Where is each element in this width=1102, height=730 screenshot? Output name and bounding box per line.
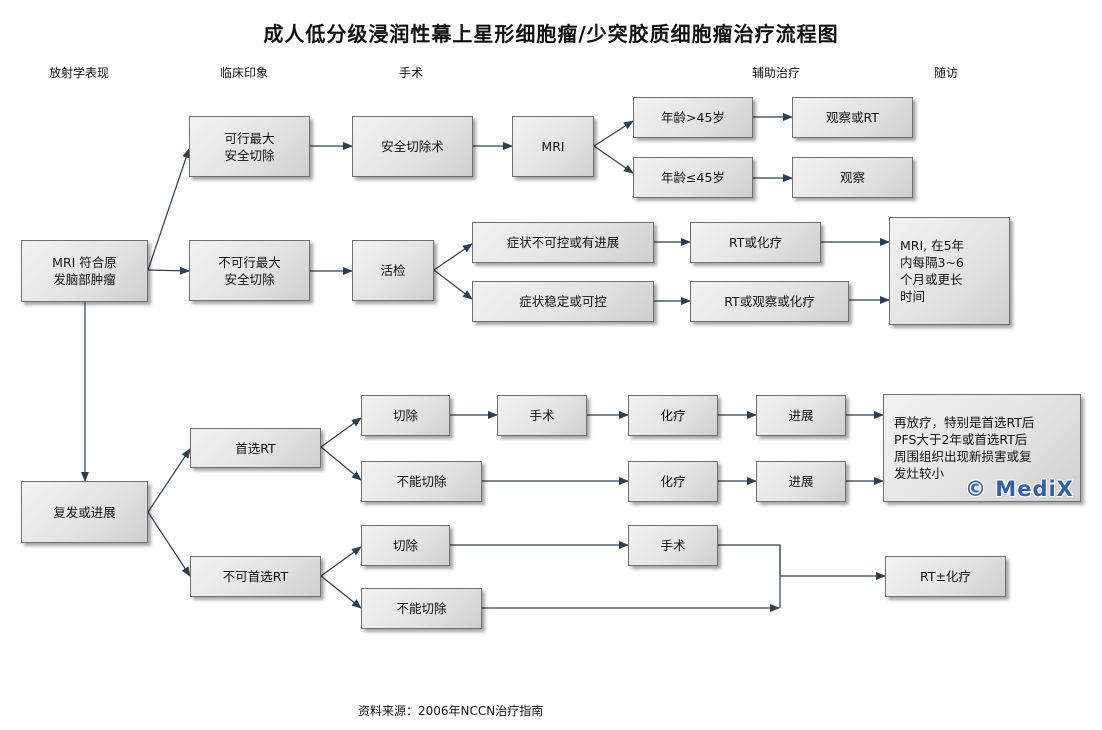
node-resect-1: 切除	[361, 395, 450, 436]
column-header-clinical: 临床印象	[220, 66, 269, 80]
node-symptom-stable: 症状稳定或可控	[472, 281, 654, 322]
node-observe: 观察	[792, 157, 913, 198]
node-safe-resection: 安全切除术	[352, 116, 473, 177]
node-age-le-45: 年龄≤45岁	[633, 157, 753, 198]
edge-mri-to-age-over45	[593, 120, 634, 147]
column-header-surgery: 手术	[399, 66, 424, 80]
edge-recur-to-prior-rt	[147, 448, 191, 513]
edge-start-to-max-safe	[147, 148, 190, 271]
edge-prior-rt-to-unresectable	[320, 446, 362, 481]
column-header-radiology: 放射学表现	[49, 66, 110, 80]
node-mri: MRI	[512, 116, 594, 177]
edge-biopsy-to-stable	[433, 269, 473, 300]
node-unresectable-1: 不能切除	[361, 461, 482, 502]
node-unresectable-2: 不能切除	[361, 588, 482, 629]
node-surgery-2: 手术	[628, 525, 718, 566]
node-surgery-1: 手术	[497, 395, 587, 436]
medix-watermark-logo: © MediX	[965, 477, 1074, 501]
page-title: 成人低分级浸润性幕上星形细胞瘤/少突胶质细胞瘤治疗流程图	[263, 22, 839, 46]
column-header-followup: 随访	[934, 66, 959, 80]
edge-mri-to-age-le45	[593, 145, 634, 174]
node-observe-or-rt: 观察或RT	[792, 97, 913, 138]
node-rt-observe-chemo: RT或观察或化疗	[690, 281, 849, 322]
node-progress-1: 进展	[756, 395, 846, 436]
node-prior-rt: 首选RT	[190, 428, 321, 468]
node-biopsy: 活检	[352, 240, 434, 301]
node-no-prior-rt: 不可首选RT	[190, 556, 321, 597]
node-re-rt-note: 再放疗，特别是首选RT后 PFS大于2年或首选RT后 周围组织出现新损害或复 发…	[883, 394, 1081, 502]
node-not-max-safe-resection: 不可行最大 安全切除	[189, 240, 310, 301]
node-age-over-45: 年龄>45岁	[633, 97, 753, 138]
node-max-safe-resection: 可行最大 安全切除	[189, 116, 310, 177]
node-rt-or-chemo: RT或化疗	[690, 222, 821, 263]
edge-surgery2-to-merge	[718, 544, 781, 576]
node-progress-2: 进展	[756, 461, 846, 502]
edge-no-prior-rt-to-resect	[320, 546, 362, 577]
node-chemo-1: 化疗	[628, 395, 718, 436]
node-symptom-uncontrolled: 症状不可控或有进展	[472, 222, 654, 263]
column-header-adjuvant: 辅助治疗	[752, 66, 801, 80]
edge-start-to-not-max-safe	[147, 266, 190, 275]
edge-prior-rt-to-resect	[320, 417, 362, 448]
edge-no-prior-rt-to-unresectable	[320, 575, 362, 609]
node-followup-mri: MRI, 在5年 内每隔3~6 个月或更长 时间	[889, 217, 1010, 325]
node-resect-2: 切除	[361, 525, 450, 566]
edge-recur-to-no-prior-rt	[147, 511, 191, 577]
node-chemo-2: 化疗	[628, 461, 718, 502]
node-mri-primary-tumor: MRI 符合原 发脑部肿瘤	[21, 240, 148, 302]
node-recurrence-progression: 复发或进展	[21, 481, 148, 543]
source-citation: 资料来源：2006年NCCN治疗指南	[358, 704, 544, 718]
edge-biopsy-to-uncontrolled	[433, 243, 473, 271]
node-rt-plus-minus-chemo: RT±化疗	[885, 556, 1006, 597]
